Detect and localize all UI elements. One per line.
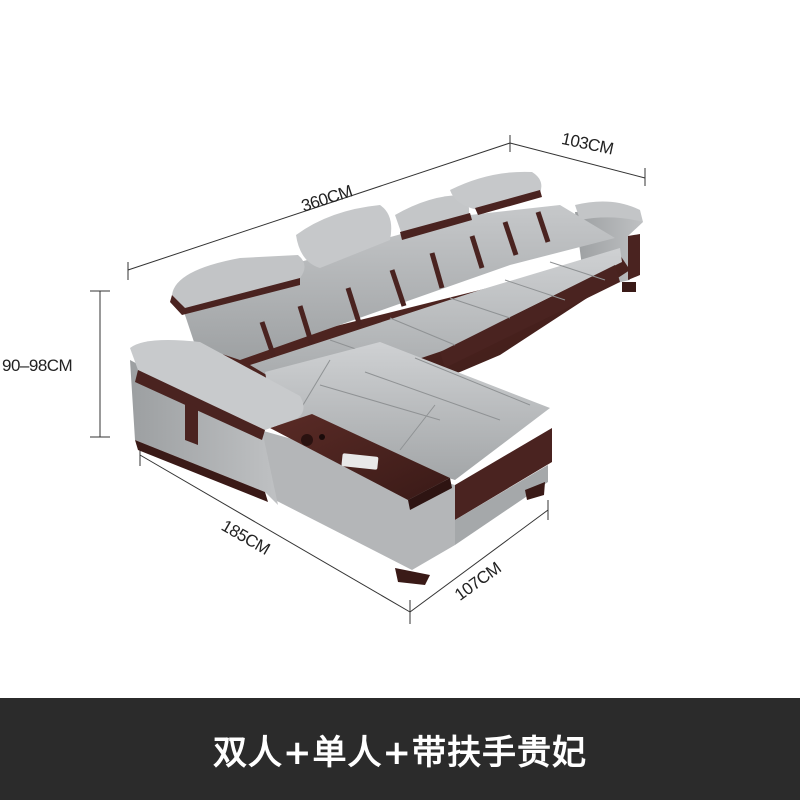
side-table <box>270 414 452 510</box>
dimension-label-length: 360CM <box>299 181 355 215</box>
backrest <box>180 205 615 361</box>
left-armrest <box>130 340 304 505</box>
dimension-height: 90–98CM <box>2 290 110 438</box>
dimension-label-depth: 103CM <box>560 129 615 158</box>
dimension-label-height: 90–98CM <box>2 356 72 375</box>
chaise-longue <box>260 342 552 585</box>
dimension-label-chaise-length: 185CM <box>218 516 273 559</box>
caption-bar: 双人+单人+带扶手贵妃 <box>0 698 800 800</box>
cup-holder-icon <box>301 434 313 446</box>
dimension-label-chaise-width: 107CM <box>451 558 504 604</box>
caption-text: 双人+单人+带扶手贵妃 <box>213 732 587 773</box>
phone-icon <box>341 453 379 470</box>
sofa-illustration <box>130 171 643 585</box>
headrests <box>170 171 542 315</box>
